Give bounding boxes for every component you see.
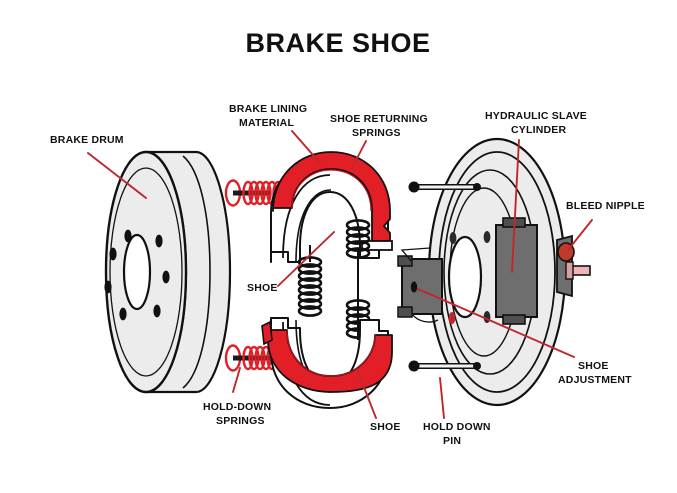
pin-head <box>408 181 420 193</box>
label-hold-down-springs: HOLD-DOWN SPRINGS <box>203 401 271 427</box>
leader-hold-down-springs <box>232 367 241 393</box>
cylinder-cap-bottom <box>502 314 526 325</box>
leader-lines <box>87 130 593 419</box>
shoe-rib-arc <box>282 174 331 259</box>
label-line: PIN <box>443 435 461 447</box>
lining-inner-edge <box>291 169 372 212</box>
leader-bleed-nipple <box>567 219 593 251</box>
label-line: SPRINGS <box>216 415 265 427</box>
lining-inner-edge <box>286 329 376 377</box>
shoe-adjuster <box>397 247 443 323</box>
label-brake-drum: BRAKE DRUM <box>50 134 124 146</box>
label-hydraulic-slave-cylinder: HYDRAULIC SLAVE CYLINDER <box>485 110 587 136</box>
leader-shoe-returning <box>351 140 367 169</box>
adjuster-hole <box>410 281 418 293</box>
drum-bolt-hole <box>104 280 112 294</box>
adjuster-link <box>411 313 439 323</box>
backing-plate-hub-hole <box>447 235 483 319</box>
label-line: CYLINDER <box>511 124 566 136</box>
shoe-returning-spring-1 <box>345 219 371 340</box>
label-line: HYDRAULIC SLAVE <box>485 110 587 122</box>
backing-plate-bolt-hole <box>448 312 456 324</box>
label-shoe-adjustment: SHOE ADJUSTMENT <box>558 360 632 386</box>
label-line: BLEED NIPPLE <box>566 200 645 212</box>
hold-down-spring-lower <box>224 344 284 372</box>
lining-end-cap <box>261 320 273 346</box>
label-line: BRAKE LINING <box>229 103 307 115</box>
leader-hydraulic-slave <box>511 139 520 273</box>
pin-head <box>408 360 420 372</box>
shoe-rib-arc <box>295 189 332 263</box>
drum-bolt-hole <box>119 307 127 321</box>
pin-tip <box>473 362 481 370</box>
pin-tip <box>473 183 481 191</box>
drum-bolt-hole <box>162 270 170 284</box>
drum-bolt-hole <box>153 304 161 318</box>
leader-shoe-upper <box>277 231 335 287</box>
label-hold-down-pin: HOLD DOWN PIN <box>423 421 491 447</box>
shoe-upper <box>270 151 393 263</box>
hold-down-pin-lower <box>408 360 481 372</box>
hold-down-spring-upper <box>224 179 284 207</box>
hold-down-pin-upper <box>408 181 481 193</box>
leader-hold-down-pin <box>439 377 445 419</box>
drum-rim-line <box>182 155 211 389</box>
label-line: SHOE <box>247 282 278 294</box>
shoe-end-pad-upper <box>361 240 393 251</box>
drum-face-ring <box>109 167 183 377</box>
hydraulic-slave-cylinder <box>495 217 538 325</box>
adjuster-strut <box>400 247 431 263</box>
brake-drum <box>104 150 232 394</box>
drum-bolt-hole <box>155 234 163 248</box>
label-line: MATERIAL <box>239 117 294 129</box>
page-title: BRAKE SHOE <box>245 28 430 58</box>
drum-bolt-hole <box>124 229 132 243</box>
label-line: SHOE RETURNING <box>330 113 428 125</box>
shoe-returning-spring-3 <box>297 245 323 317</box>
label-line: ADJUSTMENT <box>558 374 632 386</box>
label-shoe-upper: SHOE <box>247 282 278 294</box>
label-line: HOLD-DOWN <box>203 401 271 413</box>
brake-lining-upper <box>272 151 391 242</box>
leader-brake-drum <box>87 152 147 199</box>
label-bleed-nipple: BLEED NIPPLE <box>566 200 645 212</box>
backing-plate-bolt-hole <box>483 231 491 243</box>
leader-brake-lining <box>291 130 321 164</box>
drum-bolt-hole <box>109 247 117 261</box>
backing-plate-bolt-hole <box>449 232 457 244</box>
adjuster-lug-bottom <box>397 306 413 318</box>
label-line: SHOE <box>578 360 609 372</box>
shoe-lower <box>261 317 393 409</box>
drum-hub-hole <box>122 233 152 311</box>
label-line: SHOE <box>370 421 401 433</box>
adjuster-lug-top <box>397 255 413 267</box>
label-line: SPRINGS <box>352 127 401 139</box>
label-shoe-returning-springs: SHOE RETURNING SPRINGS <box>330 113 428 139</box>
adjuster-body <box>401 258 443 315</box>
leader-shoe-adjustment <box>417 288 575 358</box>
nipple-collar <box>565 261 574 280</box>
cylinder-body <box>495 224 538 318</box>
label-shoe-lower: SHOE <box>370 421 401 433</box>
leader-shoe-lower <box>357 371 377 419</box>
backing-plate-bolt-hole <box>483 311 491 323</box>
label-line: BRAKE DRUM <box>50 134 124 146</box>
label-brake-lining-material: BRAKE LINING MATERIAL <box>229 103 307 129</box>
label-line: HOLD DOWN <box>423 421 491 433</box>
bleed-nipple <box>556 234 591 298</box>
